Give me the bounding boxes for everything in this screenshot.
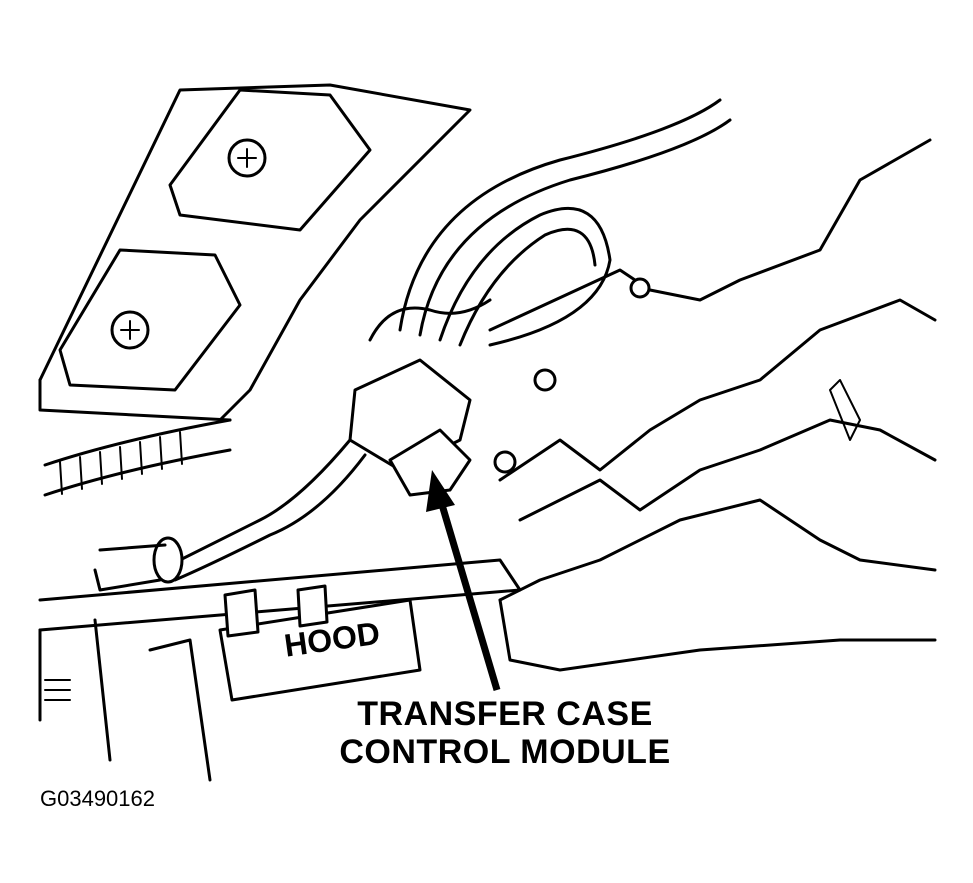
- wiring-harness: [368, 98, 732, 347]
- upper-bracket-panel: [38, 83, 472, 422]
- frame-rail: [38, 558, 522, 782]
- module-housing: [488, 138, 937, 672]
- bolt-icon: [227, 138, 267, 178]
- callout-line-2: CONTROL MODULE: [339, 733, 671, 771]
- corrugated-conduit: [43, 418, 232, 497]
- electrical-connector: [93, 358, 472, 592]
- component-callout: TRANSFER CASE CONTROL MODULE: [325, 695, 685, 771]
- bolt-icon: [110, 310, 150, 350]
- figure-id: G03490162: [40, 786, 155, 811]
- leader-arrow: [426, 470, 501, 691]
- callout-line-1: TRANSFER CASE: [357, 695, 653, 733]
- hood-tag: [218, 584, 422, 702]
